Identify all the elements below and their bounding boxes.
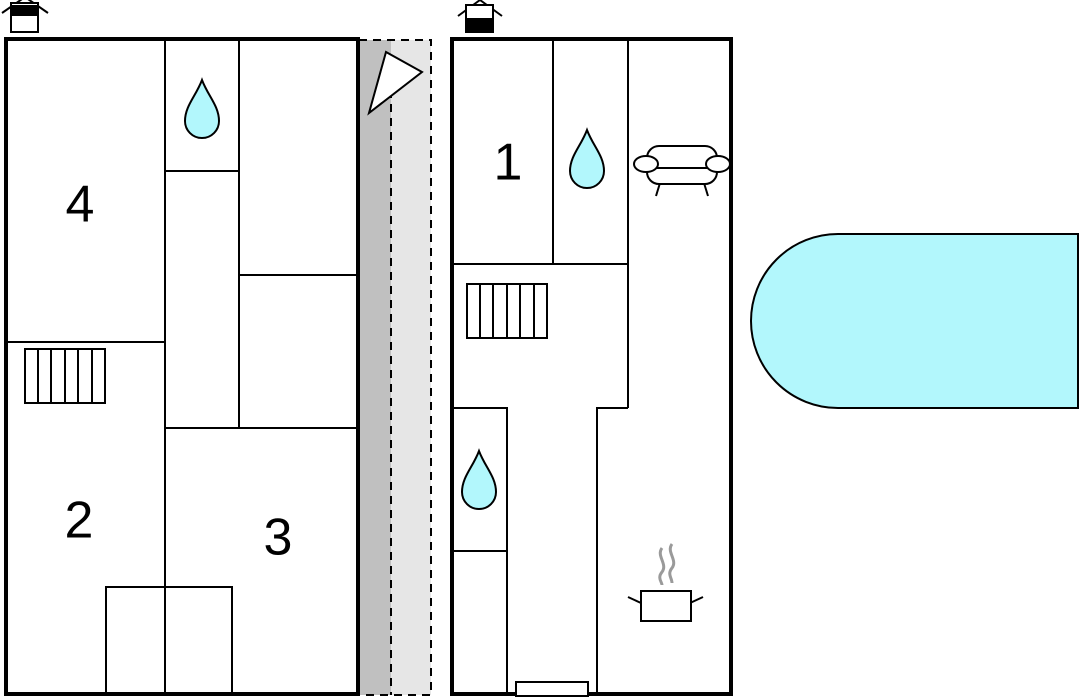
sofa-icon (633, 145, 731, 197)
pool-icon (750, 233, 1079, 409)
ground-floor-house-icon (457, 0, 503, 33)
ground-floor-entrance (515, 681, 589, 697)
upper-floor: 4 2 3 (4, 37, 360, 696)
room-label-2: 2 (65, 492, 94, 550)
staircase-icon (466, 283, 548, 339)
compass-icon (367, 50, 424, 116)
cooking-pot-icon (627, 543, 704, 622)
upper-floor-walls (6, 39, 356, 695)
room-label-3: 3 (264, 509, 293, 567)
staircase-icon (24, 348, 106, 404)
room-label-1: 1 (494, 134, 523, 192)
room-label-4: 4 (66, 176, 95, 234)
ground-floor: 1 (450, 37, 733, 697)
water-drop-icon (460, 448, 498, 510)
water-drop-icon (183, 77, 221, 139)
upper-floor-house-icon (1, 0, 49, 33)
water-drop-icon (568, 127, 606, 189)
terrace (359, 39, 432, 696)
ground-floor-walls (452, 39, 629, 694)
